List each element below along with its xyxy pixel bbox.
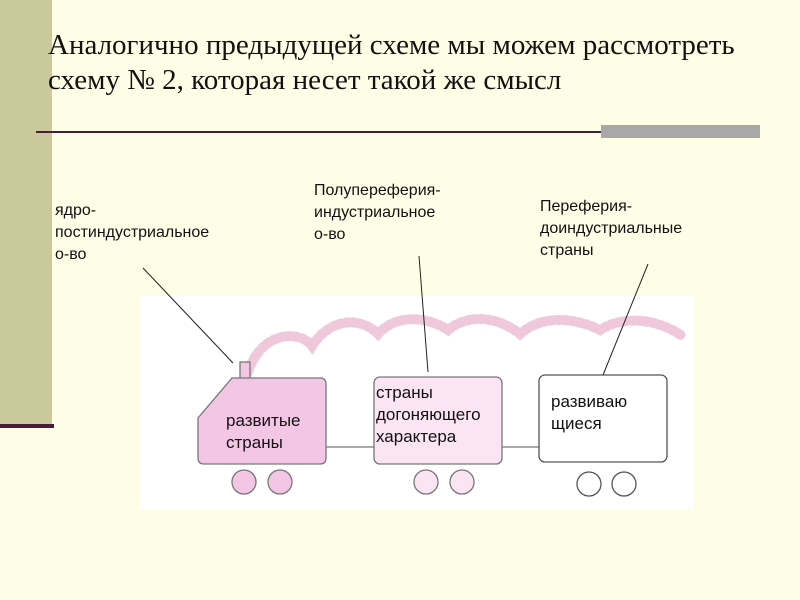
- left-decor-underline: [0, 424, 54, 428]
- locomotive-wheel-right: [267, 469, 293, 495]
- car-middle-body: [373, 376, 503, 465]
- locomotive-body: [197, 377, 327, 465]
- car-middle-wheel-left: [413, 469, 439, 495]
- pointer-semi: [418, 255, 429, 373]
- car-middle-text-line-3: характера: [376, 427, 457, 446]
- label-periphery-line-3: страны: [540, 242, 594, 259]
- label-periphery-line-2: доиндустриальные: [540, 220, 683, 237]
- label-semi-line-3: о-во: [314, 226, 346, 243]
- label-core-line-3: о-во: [55, 246, 87, 263]
- title-rule: [36, 131, 760, 133]
- title-accent-bar: [601, 125, 760, 138]
- car-last-wheel-right: [611, 471, 637, 497]
- label-core-line-1: ядро-: [55, 202, 97, 219]
- label-semi-periphery: Полупереферия- индустриальное о-во: [314, 180, 441, 246]
- car-last-wheel-left: [576, 471, 602, 497]
- label-semi-line-1: Полупереферия-: [314, 182, 441, 199]
- label-periphery: Переферия- доиндустриальные страны: [540, 196, 682, 262]
- slide-title: Аналогично предыдущей схеме мы можем рас…: [48, 29, 735, 96]
- locomotive-text: развитые страны: [226, 410, 301, 454]
- car-last-text-line-1: развиваю: [551, 392, 628, 411]
- car-middle-wheel-right: [449, 469, 475, 495]
- car-middle-text-line-1: страны: [376, 383, 433, 402]
- left-decor-bar: [0, 0, 52, 426]
- label-core: ядро- постиндустриальное о-во: [55, 200, 209, 266]
- car-middle-text: страны догоняющего характера: [376, 382, 481, 448]
- locomotive-text-line-2: страны: [226, 433, 283, 452]
- label-semi-line-2: индустриальное: [314, 204, 436, 221]
- car-last-text: развиваю щиеся: [551, 391, 627, 435]
- pointer-periphery: [602, 263, 649, 376]
- locomotive-wheel-left: [231, 469, 257, 495]
- label-core-line-2: постиндустриальное: [55, 224, 210, 241]
- car-last-text-line-2: щиеся: [551, 414, 602, 433]
- pointer-core: [142, 267, 234, 364]
- label-periphery-line-1: Переферия-: [540, 198, 633, 215]
- locomotive-chimney: [239, 361, 251, 381]
- car-middle-text-line-2: догоняющего: [376, 405, 481, 424]
- locomotive-text-line-1: развитые: [226, 411, 301, 430]
- smoke-cloud: [243, 314, 687, 377]
